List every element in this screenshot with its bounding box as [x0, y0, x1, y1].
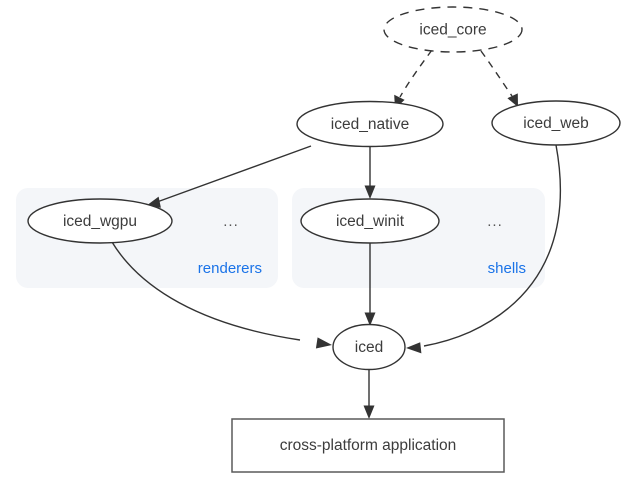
- edge-iced-winit-to-iced-arrowhead: [364, 312, 376, 326]
- node-iced-web[interactable]: iced_web: [491, 100, 621, 146]
- edge-iced-core-to-iced-native: [394, 49, 433, 109]
- edge-iced-to-application-arrowhead: [363, 405, 375, 419]
- node-iced-native-label: iced_native: [331, 116, 409, 133]
- node-iced-native-shape[interactable]: [296, 100, 444, 148]
- edge-iced-wgpu-to-iced-line: [111, 241, 301, 341]
- node-cross-platform-application-label: cross-platform application: [280, 437, 457, 454]
- node-iced-core-shape[interactable]: [383, 6, 523, 53]
- node-cross-platform-application[interactable]: cross-platform application: [231, 418, 505, 473]
- node-iced-shape[interactable]: [332, 323, 406, 371]
- node-iced-wgpu[interactable]: iced_wgpu: [27, 198, 173, 244]
- cluster-renderers-ellipsis: ...: [223, 213, 239, 230]
- edge-iced-wgpu-to-iced: [111, 241, 332, 349]
- node-iced-winit-label: iced_winit: [336, 213, 405, 230]
- node-iced-native[interactable]: iced_native: [296, 100, 444, 148]
- node-iced-web-shape[interactable]: [491, 100, 621, 146]
- edge-iced-core-to-iced-native-line: [399, 49, 433, 98]
- edge-iced-core-to-iced-web-arrowhead: [507, 93, 518, 107]
- node-iced[interactable]: iced: [332, 323, 406, 371]
- edge-iced-native-to-iced-winit-arrowhead: [364, 185, 376, 199]
- edge-iced-winit-to-iced: [364, 242, 376, 326]
- node-iced-winit-shape[interactable]: [300, 198, 440, 244]
- edge-iced-core-to-iced-web: [480, 50, 518, 107]
- node-iced-label: iced: [355, 339, 383, 356]
- node-iced-wgpu-label: iced_wgpu: [63, 213, 137, 230]
- edge-iced-core-to-iced-web-line: [480, 50, 513, 97]
- node-iced-wgpu-shape[interactable]: [27, 198, 173, 244]
- node-iced-web-label: iced_web: [523, 115, 589, 132]
- node-iced-core[interactable]: iced_core: [383, 6, 523, 53]
- node-iced-core-label: iced_core: [419, 22, 486, 39]
- edge-iced-web-to-iced-arrowhead: [406, 342, 422, 354]
- edge-iced-native-to-iced-winit: [364, 145, 376, 199]
- cluster-renderers-label: renderers: [198, 260, 262, 277]
- cluster-shells-ellipsis: ...: [487, 213, 503, 230]
- node-iced-winit[interactable]: iced_winit: [300, 198, 440, 244]
- edge-iced-native-to-iced-wgpu-line: [156, 145, 312, 203]
- edge-iced-web-to-iced: [406, 144, 561, 354]
- cluster-shells-label: shells: [488, 260, 526, 277]
- node-cross-platform-application-shape[interactable]: [231, 418, 505, 473]
- edge-iced-to-application: [363, 370, 375, 419]
- edge-iced-web-to-iced-line: [423, 144, 561, 347]
- edge-iced-wgpu-to-iced-arrowhead: [315, 337, 332, 349]
